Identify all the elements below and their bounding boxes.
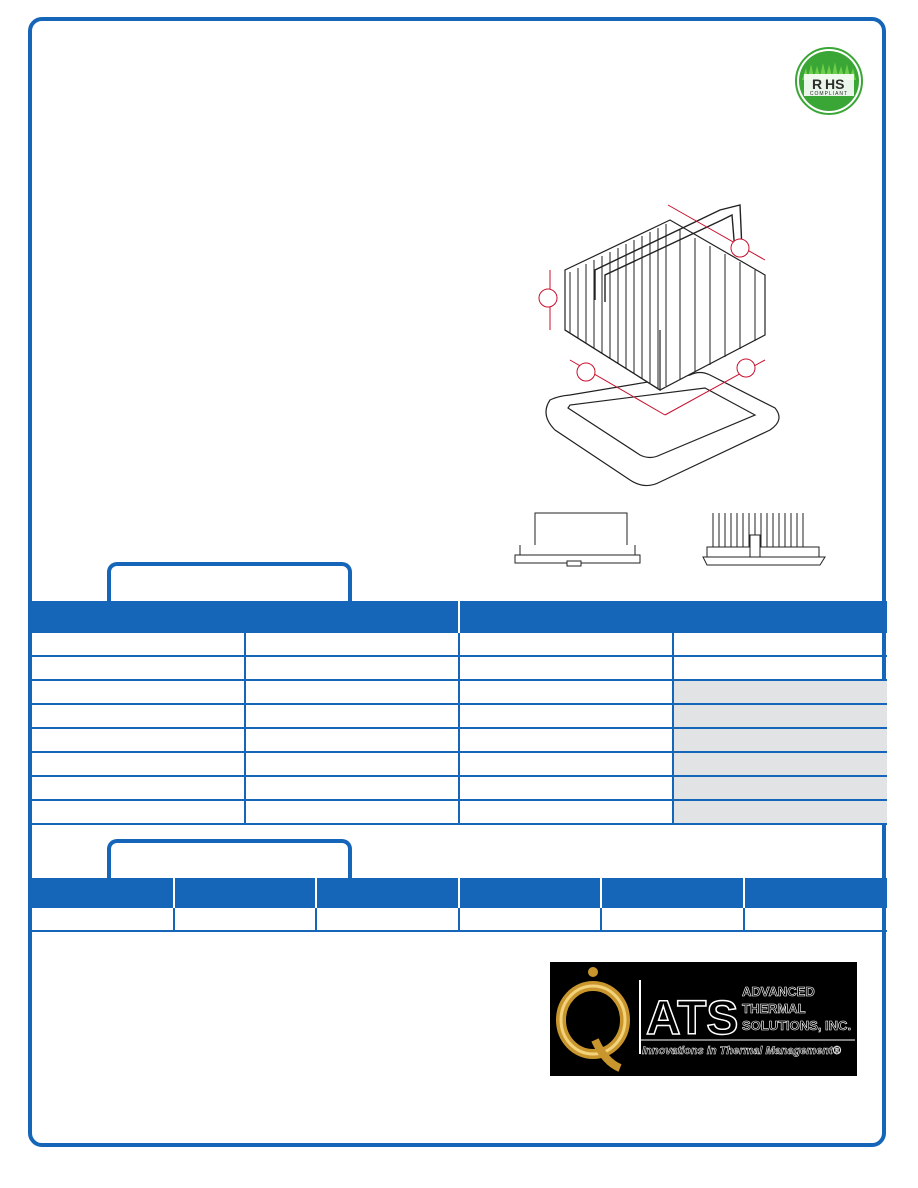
table-row	[31, 728, 887, 753]
logo-letter-q: Q	[550, 962, 551, 963]
order-col-5	[601, 878, 746, 908]
spec-table-header	[31, 601, 887, 633]
logo-line-solutions: SOLUTIONS, INC.	[742, 1018, 851, 1033]
order-col-6	[744, 878, 887, 908]
order-table-header	[31, 878, 887, 908]
specifications-section-tab	[107, 562, 352, 602]
heatsink-side-view	[514, 512, 641, 567]
order-col-2	[173, 878, 318, 908]
rohs-compliant: COMPLIANT	[810, 91, 848, 97]
spec-header-left	[31, 601, 460, 633]
specification-table	[31, 601, 887, 825]
order-col-3	[316, 878, 460, 908]
table-row	[31, 908, 887, 932]
table-row	[31, 752, 887, 777]
ordering-section-tab	[107, 839, 352, 879]
logo-ats: ATS	[646, 992, 738, 1045]
spec-header-right	[459, 601, 887, 633]
table-row	[31, 680, 887, 705]
rohs-r: R	[812, 76, 822, 92]
order-col-1	[31, 878, 175, 908]
table-row	[31, 656, 887, 681]
table-row	[31, 776, 887, 801]
table-row	[31, 633, 887, 657]
heatsink-end-view	[702, 513, 826, 566]
table-row	[31, 704, 887, 729]
ats-company-logo: Q ATS ADVANCED THERMAL SOLUTIONS, INC. I…	[550, 962, 857, 1076]
ordering-table	[31, 878, 887, 932]
table-row	[31, 800, 887, 825]
order-col-4	[458, 878, 603, 908]
logo-line-advanced: ADVANCED	[742, 984, 815, 999]
rohs-compliant-badge: R HS COMPLIANT	[795, 47, 863, 115]
page-frame	[28, 17, 886, 1147]
logo-line-thermal: THERMAL	[742, 1001, 806, 1016]
heatsink-isometric-drawing	[538, 204, 780, 487]
rohs-hs: HS	[825, 76, 844, 92]
logo-tagline: Innovations in Thermal Management®	[642, 1045, 842, 1057]
